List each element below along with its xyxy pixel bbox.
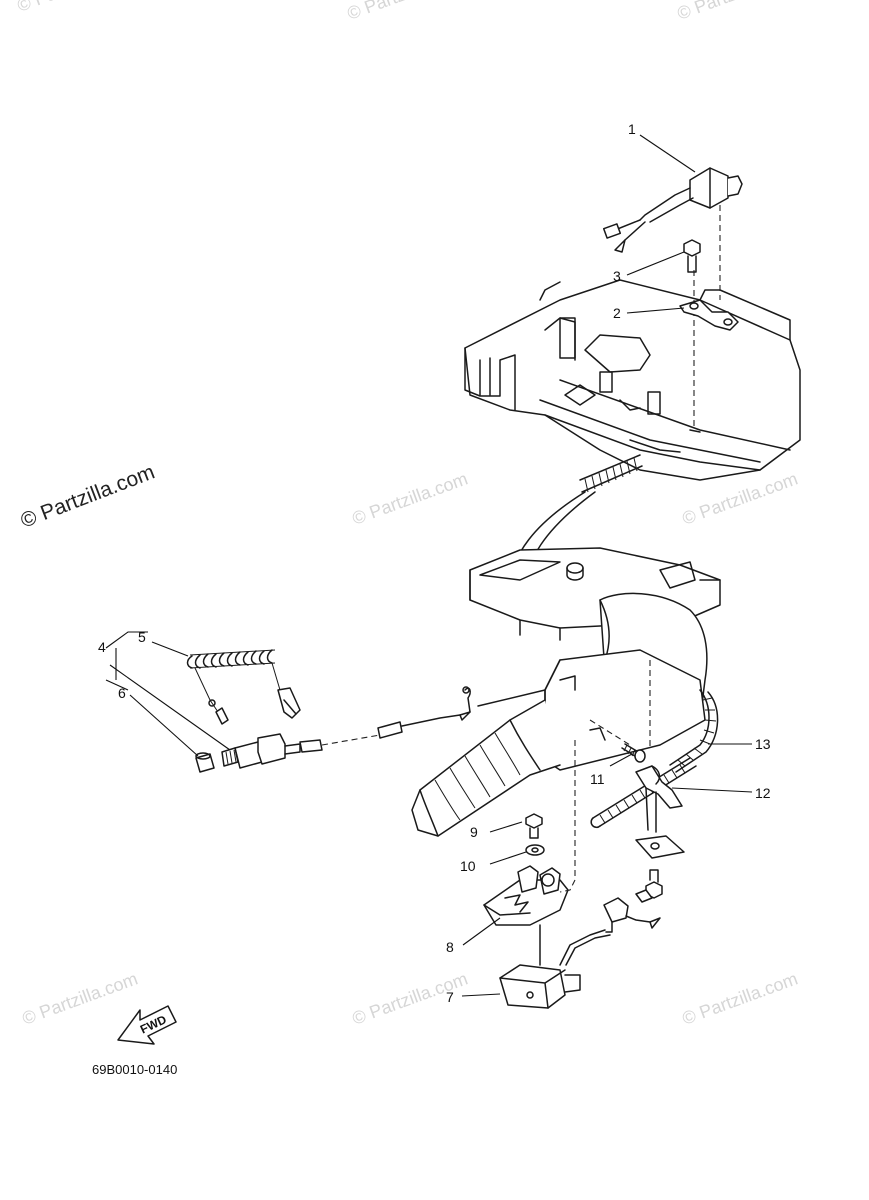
callout-5: 5 bbox=[138, 629, 146, 645]
part-11-screw bbox=[621, 743, 646, 763]
watermark-text: © Partzilla.com bbox=[350, 468, 471, 528]
callout-4: 4 bbox=[98, 639, 106, 655]
callout-11: 11 bbox=[590, 771, 605, 787]
watermark-text: © Partzilla.com bbox=[18, 460, 158, 532]
part-13-cable-side bbox=[669, 689, 719, 773]
part-3-bolt bbox=[683, 239, 701, 273]
callout-leaders bbox=[105, 134, 753, 997]
switch-wire bbox=[321, 686, 546, 746]
watermark-text: © Partzilla.com bbox=[675, 0, 796, 24]
watermark-layer: © Partzilla.com © Partzilla.com © Partzi… bbox=[15, 0, 801, 1029]
bottom-cowling-bracket bbox=[464, 279, 801, 481]
fwd-arrow-icon: FWD bbox=[117, 1005, 177, 1045]
part-12-grommet bbox=[590, 757, 697, 899]
watermark-text: © Partzilla.com bbox=[345, 0, 466, 24]
watermark-text: © Partzilla.com bbox=[680, 968, 801, 1028]
watermark-text: © Partzilla.com bbox=[20, 968, 141, 1028]
part-6-cap bbox=[195, 752, 215, 773]
figure-code: 69B0010-0140 bbox=[92, 1062, 177, 1077]
tiller-handle-assembly bbox=[411, 547, 721, 837]
part-10-washer bbox=[525, 844, 545, 856]
callout-7: 7 bbox=[446, 989, 454, 1005]
part-7-ignition-unit bbox=[499, 889, 661, 1009]
part-4-kill-switch bbox=[221, 733, 323, 769]
callout-1: 1 bbox=[628, 121, 636, 137]
part-1-switch bbox=[602, 167, 743, 253]
dashed-guide-line bbox=[559, 879, 576, 893]
callout-10: 10 bbox=[460, 858, 476, 874]
callout-labels: 1 2 3 4 5 6 7 8 9 10 11 12 13 bbox=[98, 121, 771, 1005]
part-8-bracket bbox=[483, 865, 569, 926]
watermark-text: © Partzilla.com bbox=[15, 0, 136, 16]
callout-9: 9 bbox=[470, 824, 478, 840]
callout-2: 2 bbox=[613, 305, 621, 321]
callout-12: 12 bbox=[755, 785, 771, 801]
dashed-guide-line bbox=[589, 719, 631, 746]
callout-3: 3 bbox=[613, 268, 621, 284]
callout-13: 13 bbox=[755, 736, 771, 752]
callout-8: 8 bbox=[446, 939, 454, 955]
callout-6: 6 bbox=[118, 685, 126, 701]
part-9-bolt bbox=[525, 813, 543, 839]
part-5-lanyard-cord bbox=[186, 649, 301, 725]
part-2-clamp bbox=[679, 299, 739, 331]
